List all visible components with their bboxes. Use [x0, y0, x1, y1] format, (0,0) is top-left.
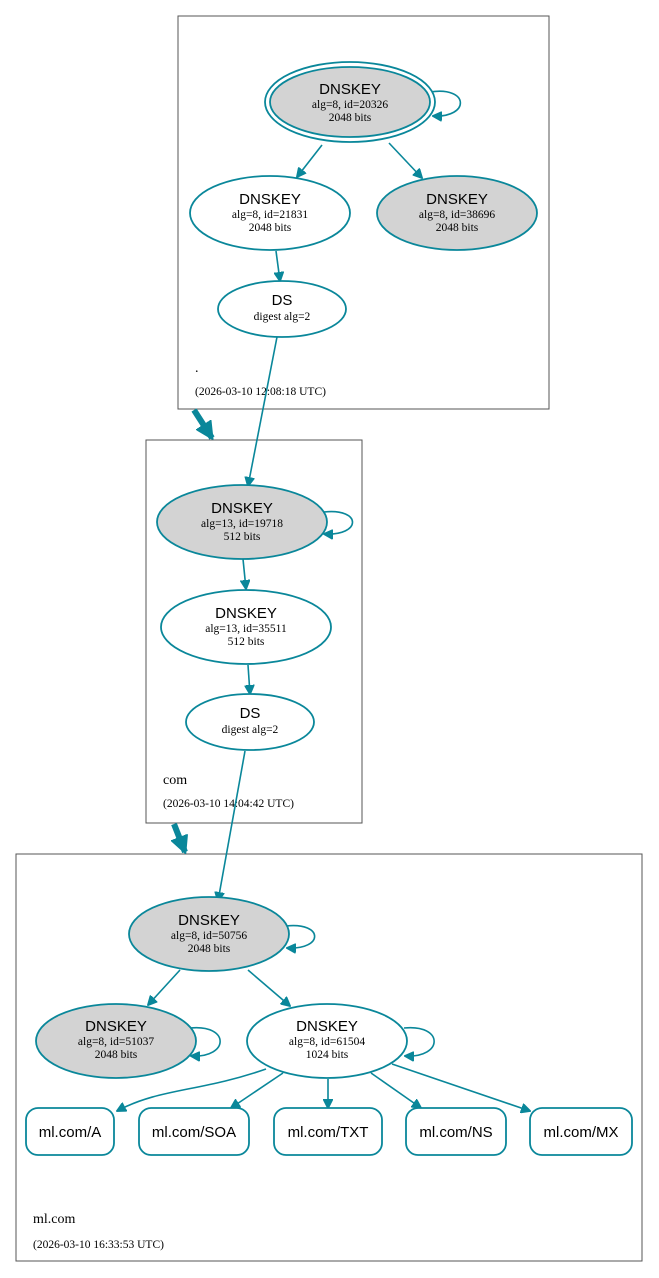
rrset-node-mx[interactable]: ml.com/MX	[529, 1107, 633, 1156]
edge-delegation-com-mlcom	[174, 822, 185, 852]
dnskey-node-root-zsk[interactable]: DNSKEY alg=8, id=21831 2048 bits	[189, 175, 351, 251]
node-key-size: 512 bits	[224, 531, 261, 543]
zone-name-com: com	[163, 773, 187, 788]
node-digest-info: digest alg=2	[222, 724, 279, 736]
rrset-label: ml.com/TXT	[288, 1124, 369, 1141]
edge-ml-zsk-to-mx	[391, 1063, 530, 1111]
node-title: DNSKEY	[426, 191, 488, 208]
edge-ml-zsk-to-ns	[370, 1072, 421, 1108]
edge-ml-zsk-to-a	[117, 1068, 267, 1111]
zone-timestamp-root: (2026-03-10 12:08:18 UTC)	[195, 386, 326, 398]
node-title: DNSKEY	[85, 1018, 147, 1035]
edge-ml-ksk2-self	[190, 1026, 221, 1056]
rrset-node-ns[interactable]: ml.com/NS	[405, 1107, 507, 1156]
edge-ml-ksk-to-zsk	[247, 969, 290, 1006]
node-key-info: alg=8, id=51037	[78, 1036, 154, 1048]
node-key-size: 2048 bits	[329, 112, 372, 124]
node-key-info: alg=8, id=38696	[419, 209, 495, 221]
edge-ml-ksk-self	[286, 924, 316, 948]
node-key-info: alg=13, id=35511	[205, 623, 287, 635]
edge-com-ds-to-ml-ksk	[218, 750, 246, 901]
node-title: DS	[240, 705, 261, 722]
node-key-size: 2048 bits	[249, 222, 292, 234]
node-title: DNSKEY	[178, 912, 240, 929]
node-key-info: alg=13, id=19718	[201, 518, 283, 530]
dnskey-node-root-ksk[interactable]: DNSKEY alg=8, id=20326 2048 bits	[264, 61, 436, 143]
node-key-size: 2048 bits	[188, 943, 231, 955]
rrset-label: ml.com/A	[39, 1124, 102, 1141]
node-title: DNSKEY	[296, 1018, 358, 1035]
dnskey-node-root-ksk2[interactable]: DNSKEY alg=8, id=38696 2048 bits	[376, 175, 538, 251]
zone-box-root	[177, 15, 550, 410]
edge-root-ds-to-com-ksk	[248, 336, 278, 486]
rrset-label: ml.com/SOA	[152, 1124, 236, 1141]
node-key-info: alg=8, id=21831	[232, 209, 308, 221]
node-key-info: alg=8, id=20326	[312, 99, 388, 111]
zone-name-mlcom: ml.com	[33, 1212, 75, 1227]
rrset-node-a[interactable]: ml.com/A	[25, 1107, 115, 1156]
edge-com-ksk-to-zsk	[243, 558, 246, 589]
rrset-label: ml.com/NS	[419, 1124, 492, 1141]
dnskey-node-com-zsk[interactable]: DNSKEY alg=13, id=35511 512 bits	[160, 589, 332, 665]
edge-root-zsk-to-ds	[276, 250, 280, 281]
edge-com-zsk-to-ds	[248, 664, 250, 694]
rrset-node-txt[interactable]: ml.com/TXT	[273, 1107, 383, 1156]
zone-timestamp-com: (2026-03-10 14:04:42 UTC)	[163, 798, 294, 810]
node-title: DNSKEY	[239, 191, 301, 208]
node-title: DNSKEY	[211, 500, 273, 517]
ds-node-com[interactable]: DS digest alg=2	[185, 693, 315, 751]
node-title: DS	[272, 292, 293, 309]
edge-ml-zsk-to-soa	[231, 1072, 284, 1108]
node-key-size: 2048 bits	[436, 222, 479, 234]
node-key-size: 512 bits	[228, 636, 265, 648]
dnskey-node-ml-ksk2[interactable]: DNSKEY alg=8, id=51037 2048 bits	[35, 1003, 197, 1079]
node-key-size: 2048 bits	[95, 1049, 138, 1061]
ds-node-root[interactable]: DS digest alg=2	[217, 280, 347, 338]
node-key-info: alg=8, id=50756	[171, 930, 247, 942]
node-title: DNSKEY	[215, 605, 277, 622]
edge-ml-ksk-to-ksk2	[148, 969, 181, 1005]
edge-root-ksk-to-ksk2	[388, 142, 422, 178]
edge-com-ksk-self	[324, 510, 354, 534]
zone-name-root: .	[195, 361, 199, 376]
node-title: DNSKEY	[319, 81, 381, 98]
zone-box-com	[145, 439, 363, 824]
zone-box-mlcom	[15, 853, 643, 1262]
dnskey-node-ml-zsk[interactable]: DNSKEY alg=8, id=61504 1024 bits	[246, 1003, 408, 1079]
rrset-node-soa[interactable]: ml.com/SOA	[138, 1107, 250, 1156]
node-key-info: alg=8, id=61504	[289, 1036, 365, 1048]
edge-root-ksk-self	[429, 90, 462, 116]
dnskey-node-com-ksk[interactable]: DNSKEY alg=13, id=19718 512 bits	[156, 484, 328, 560]
node-digest-info: digest alg=2	[254, 311, 311, 323]
dnskey-node-ml-ksk[interactable]: DNSKEY alg=8, id=50756 2048 bits	[128, 896, 290, 972]
edge-delegation-root-com	[191, 408, 215, 438]
zone-timestamp-mlcom: (2026-03-10 16:33:53 UTC)	[33, 1239, 164, 1251]
edge-ml-zsk-self	[404, 1026, 435, 1056]
edge-root-ksk-to-zsk	[297, 144, 323, 177]
node-key-size: 1024 bits	[306, 1049, 349, 1061]
rrset-label: ml.com/MX	[544, 1124, 619, 1141]
